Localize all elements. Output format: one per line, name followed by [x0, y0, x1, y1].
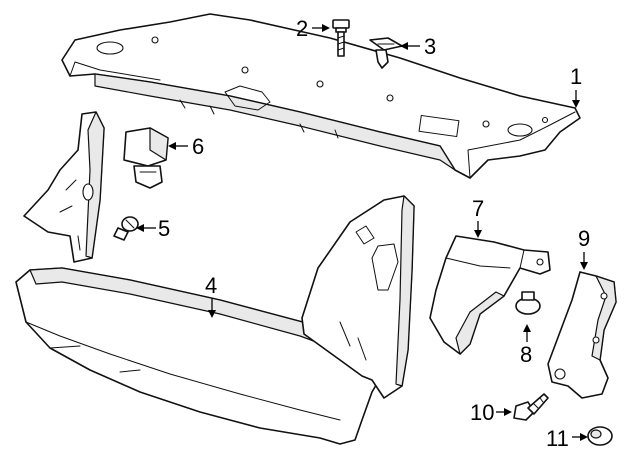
part-10-bolt — [513, 393, 549, 421]
part-5-screw — [113, 216, 139, 241]
callout-label-1: 1 — [570, 64, 582, 89]
callout-label-10: 10 — [470, 400, 494, 425]
part-6-bracket — [123, 127, 169, 189]
callout-5: 5 — [136, 216, 170, 241]
callout-label-6: 6 — [192, 134, 204, 159]
callout-label-2: 2 — [296, 16, 308, 41]
callout-6: 6 — [168, 134, 204, 159]
callout-label-9: 9 — [578, 226, 590, 251]
part-8-push-clip — [515, 291, 541, 315]
callout-label-7: 7 — [472, 196, 484, 221]
callout-2: 2 — [296, 16, 330, 41]
callout-label-4: 4 — [205, 273, 217, 298]
part-3-clip — [369, 37, 403, 69]
left-side-deflector — [23, 111, 105, 263]
center-side-deflector — [301, 195, 415, 399]
callout-label-5: 5 — [158, 216, 170, 241]
callout-11: 11 — [546, 426, 588, 451]
callout-3: 3 — [400, 34, 436, 59]
callout-7: 7 — [472, 196, 484, 238]
part-9-side-bracket — [547, 271, 617, 399]
callout-label-11: 11 — [546, 426, 569, 451]
part-11-grommet — [587, 426, 613, 446]
part-1-upper-tie-bar — [61, 13, 581, 179]
callout-label-3: 3 — [424, 34, 436, 59]
part-7-air-duct — [429, 235, 551, 355]
callout-10: 10 — [470, 400, 512, 425]
callout-label-8: 8 — [520, 342, 532, 367]
callout-9: 9 — [578, 226, 590, 270]
callout-8: 8 — [520, 324, 532, 367]
callout-4: 4 — [205, 273, 217, 318]
part-2-bolt — [332, 19, 350, 57]
callout-1: 1 — [570, 64, 582, 108]
